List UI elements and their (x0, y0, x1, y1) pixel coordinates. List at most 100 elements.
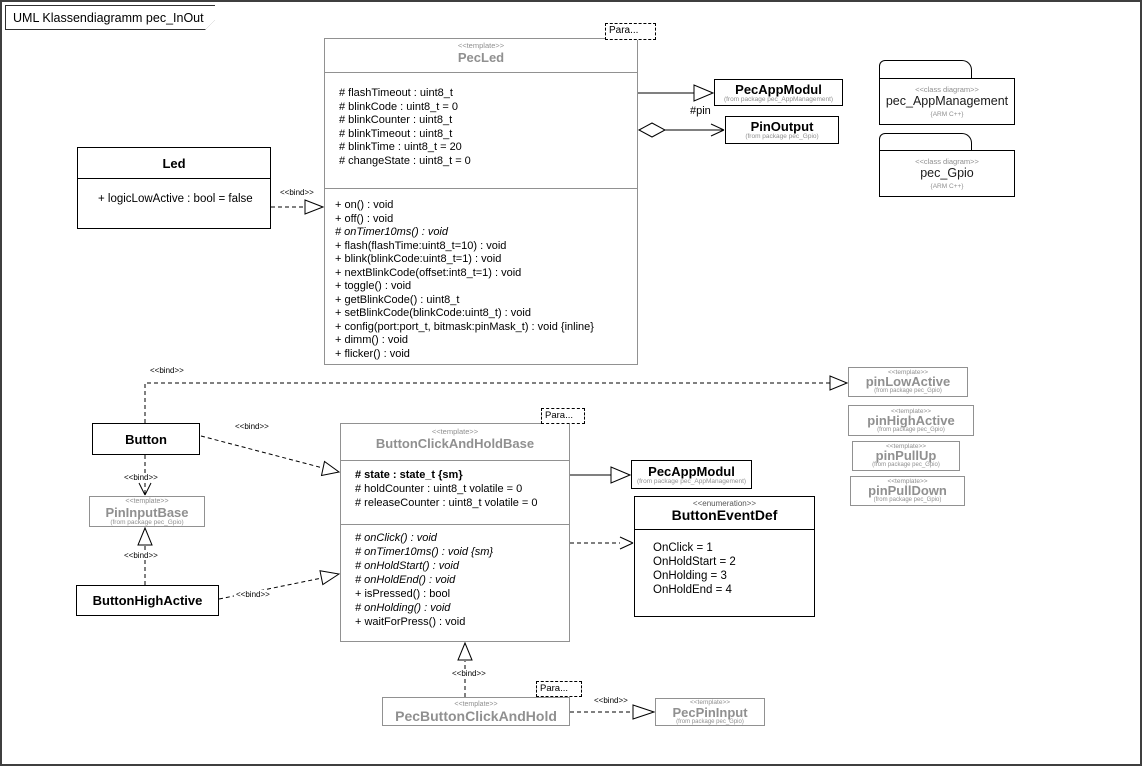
method: # onTimer10ms() : void {sm} (355, 546, 494, 558)
class-pecappmodul-mid[interactable]: PecAppModul (from package pec_AppManagem… (631, 460, 752, 489)
class-pecpininput[interactable]: <<template>> PecPinInput (from package p… (655, 698, 765, 726)
method: + getBlinkCode() : uint8_t (335, 293, 460, 306)
attribute: # blinkTimeout : uint8_t (339, 127, 453, 140)
method: + waitForPress() : void (355, 616, 466, 628)
from-package-label: (from package pec_Gpio) (110, 519, 184, 526)
class-pecled[interactable]: <<template>> PecLed # flashTimeout : uin… (324, 38, 638, 365)
attribute: # releaseCounter : uint8_t volatile = 0 (355, 497, 538, 509)
method: + on() : void (335, 199, 394, 211)
literals-compartment: OnClick = 1 OnHoldStart = 2 OnHolding = … (635, 529, 814, 630)
hollow-triangle-arrowhead (632, 704, 656, 720)
class-name: PecAppModul (735, 81, 822, 97)
diagram-title: UML Klassendiagramm pec_InOut (13, 10, 204, 25)
language-tag: {ARM C++} (930, 111, 964, 118)
bind-button-to-buttonclickandholdbase-connector[interactable] (200, 435, 341, 477)
attribute: # flashTimeout : uint8_t (339, 87, 453, 99)
method: + isPressed() : bool (355, 588, 451, 600)
class-name: pinLowActive (865, 374, 951, 389)
bind-buttonhighactive-to-pininputbase-connector[interactable] (137, 526, 153, 585)
class-buttonhighactive[interactable]: ButtonHighActive (76, 585, 219, 616)
method: # onHoldStart() : void (355, 560, 459, 572)
generalization-pecled-to-pecappmodul[interactable] (638, 84, 715, 102)
open-arrowhead (710, 123, 725, 131)
generalization-bcahb-to-pecappmodul[interactable] (570, 466, 632, 484)
hollow-triangle-arrowhead (304, 199, 325, 215)
open-arrowhead (138, 482, 146, 496)
class-name: pinPullUp (875, 448, 937, 463)
class-pinlowactive[interactable]: <<template>> pinLowActive (from package … (848, 367, 968, 397)
attribute: # state : state_t {sm} (355, 469, 463, 481)
hollow-triangle-arrowhead (693, 84, 715, 102)
attribute: # blinkTime : uint8_t = 20 (339, 141, 462, 154)
class-pecappmodul-top[interactable]: PecAppModul (from package pec_AppManagem… (714, 79, 843, 106)
bind-led-to-pecled-connector[interactable] (271, 199, 325, 215)
bind-pecbuttonclickandhold-to-pecpininput-connector[interactable] (570, 704, 656, 720)
attribute: # holdCounter : uint8_t volatile = 0 (355, 483, 523, 495)
stereotype-label: <<template>> (431, 427, 479, 436)
stereotype-label: <<template>> (885, 443, 927, 450)
class-name: Button (125, 431, 167, 447)
bind-label: <<bind>> (233, 422, 271, 431)
stereotype-label: <<template>> (125, 498, 169, 505)
class-name: PecAppModul (648, 463, 735, 479)
template-parameter-box-pecled[interactable]: Para... (605, 23, 656, 40)
class-name: ButtonHighActive (92, 593, 203, 608)
hollow-triangle-arrowhead (457, 641, 473, 661)
class-button[interactable]: Button (92, 423, 200, 455)
class-name: ButtonClickAndHoldBase (375, 436, 535, 451)
bind-button-to-pinlowactive-connector[interactable] (144, 375, 849, 423)
class-pinpullup[interactable]: <<template>> pinPullUp (from package pec… (852, 441, 960, 471)
dependency-bcahb-to-buttoneventdef[interactable] (570, 536, 634, 550)
method: + flicker() : void (335, 347, 410, 360)
from-package-label: (from package pec_Gpio) (676, 718, 744, 725)
class-name: ButtonEventDef (671, 507, 778, 523)
class-pinpulldown[interactable]: <<template>> pinPullDown (from package p… (850, 476, 965, 506)
attributes-compartment: + logicLowActive : bool = false (78, 178, 270, 243)
method: + off() : void (335, 212, 394, 225)
class-pinhighactive[interactable]: <<template>> pinHighActive (from package… (848, 405, 974, 436)
method: + toggle() : void (335, 280, 412, 292)
class-led[interactable]: Led + logicLowActive : bool = false (77, 147, 271, 229)
bind-pecbuttonclickandhold-to-bcahb-connector[interactable] (457, 641, 473, 697)
method: + nextBlinkCode(offset:int8_t=1) : void (335, 266, 522, 279)
hollow-triangle-arrowhead (319, 570, 341, 586)
attribute: # blinkCode : uint8_t = 0 (339, 100, 458, 113)
package-name: pec_Gpio (920, 166, 974, 180)
method: # onHoldEnd() : void (355, 574, 456, 586)
bind-button-to-pininputbase-connector[interactable] (138, 455, 152, 496)
class-header: <<template>> ButtonClickAndHoldBase (341, 424, 569, 460)
hollow-triangle-arrowhead (829, 375, 849, 391)
method: + dimm() : void (335, 334, 409, 346)
class-buttonclickandholdbase[interactable]: <<template>> ButtonClickAndHoldBase # st… (340, 423, 570, 642)
attribute: # changeState : uint8_t = 0 (339, 154, 471, 167)
class-header: Led (78, 148, 270, 178)
bind-label: <<bind>> (148, 366, 186, 375)
stereotype-label: <<class diagram>> (915, 85, 979, 94)
enum-literal: OnClick = 1 (653, 542, 713, 554)
template-parameter-box-bcahb[interactable]: Para... (541, 408, 585, 424)
dashed-line (200, 435, 324, 469)
diagram-frame-tab[interactable]: UML Klassendiagramm pec_InOut (5, 5, 215, 30)
enumeration-buttoneventdef[interactable]: <<enumeration>> ButtonEventDef OnClick =… (634, 496, 815, 617)
template-parameter-box-pecbcah[interactable]: Para... (536, 681, 582, 697)
package-body: <<class diagram>> pec_Gpio {ARM C++} (879, 150, 1015, 197)
class-pecbuttonclickandhold[interactable]: <<template>> PecButtonClickAndHold (382, 697, 570, 726)
package-body: <<class diagram>> pec_AppManagement {ARM… (879, 78, 1015, 125)
aggregation-pecled-pin-pinoutput[interactable] (637, 122, 725, 138)
stereotype-label: <<class diagram>> (915, 157, 979, 166)
method: + setBlinkCode(blinkCode:uint8_t) : void (335, 307, 531, 319)
enum-literal: OnHoldEnd = 4 (653, 584, 732, 596)
stereotype-label: <<enumeration>> (692, 499, 757, 508)
class-name: PinOutput (750, 119, 814, 134)
hollow-triangle-arrowhead (137, 526, 153, 546)
class-pinoutput[interactable]: PinOutput (from package pec_Gpio) (725, 116, 839, 144)
aggregation-diamond (637, 122, 667, 138)
open-arrowhead (144, 482, 152, 496)
class-pininputbase[interactable]: <<template>> PinInputBase (from package … (89, 496, 205, 527)
methods-compartment: + on() : void + off() : void # onTimer10… (325, 188, 637, 392)
method: + config(port:port_t, bitmask:pinMask_t)… (335, 320, 594, 333)
from-package-label: (from package pec_Gpio) (872, 462, 940, 468)
attributes-compartment: # state : state_t {sm} # holdCounter : u… (341, 460, 569, 524)
language-tag: {ARM C++} (930, 183, 964, 190)
